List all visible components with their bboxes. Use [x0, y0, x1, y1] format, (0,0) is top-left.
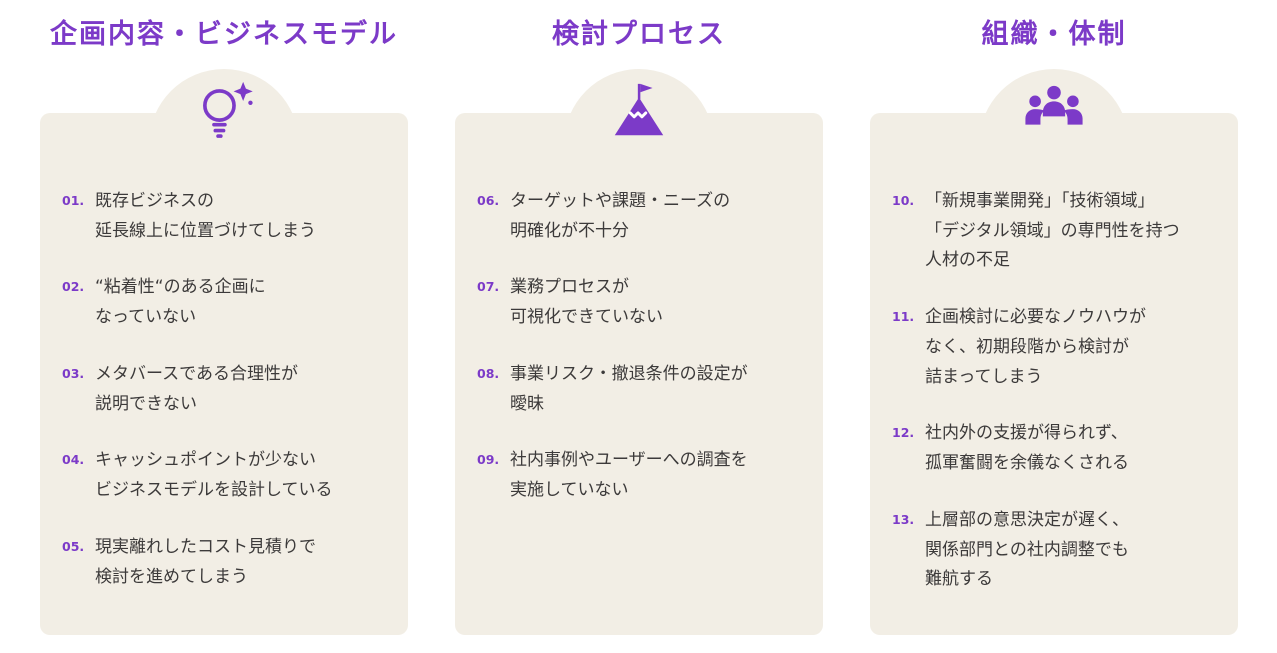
item-text: 社内外の支援が得られず、 孤軍奮闘を余儀なくされる	[925, 423, 1129, 473]
item-text: キャッシュポイントが少ない ビジネスモデルを設計している	[95, 450, 333, 500]
item-text: 現実離れしたコスト見積りで 検討を進めてしまう	[95, 536, 316, 587]
item-text: ターゲットや課題・ニーズの 明確化が不十分	[510, 190, 731, 241]
item-number: 03.	[62, 365, 85, 381]
list-item: 05. 現実離れしたコスト見積りで 検討を進めてしまう	[62, 533, 388, 593]
item-list: 06. ターゲットや課題・ニーズの 明確化が不十分 07. 業務プロセスが 可視…	[477, 187, 803, 506]
column-card: 10. 「新規事業開発」「技術領域」 「デジタル領域」の専門性を持つ 人材の不足…	[870, 68, 1238, 635]
list-item: 07. 業務プロセスが 可視化できていない	[477, 273, 803, 333]
column-process: 検討プロセス 06. ターゲットや課題・ニーズの 明確化が不十分	[455, 0, 823, 635]
item-text: 「新規事業開発」「技術領域」 「デジタル領域」の専門性を持つ 人材の不足	[925, 190, 1180, 271]
item-number: 08.	[477, 365, 500, 381]
list-item: 01. 既存ビジネスの 延長線上に位置づけてしまう	[62, 187, 388, 247]
list-item: 08. 事業リスク・撤退条件の設定が 曖昧	[477, 360, 803, 420]
item-number: 04.	[62, 452, 85, 468]
item-list: 01. 既存ビジネスの 延長線上に位置づけてしまう 02. “粘着性“のある企画…	[62, 187, 388, 593]
item-number: 01.	[62, 192, 85, 208]
list-item: 09. 社内事例やユーザーへの調査を 実施していない	[477, 446, 803, 506]
item-text: 事業リスク・撤退条件の設定が 曖昧	[510, 363, 748, 414]
list-item: 06. ターゲットや課題・ニーズの 明確化が不十分	[477, 187, 803, 247]
list-item: 12. 社内外の支援が得られず、 孤軍奮闘を余儀なくされる	[892, 419, 1218, 479]
lightbulb-sparkle-icon	[203, 81, 253, 138]
item-list: 10. 「新規事業開発」「技術領域」 「デジタル領域」の専門性を持つ 人材の不足…	[892, 187, 1218, 595]
item-text: “粘着性“のある企画に なっていない	[95, 277, 266, 327]
icon-bump	[564, 68, 714, 151]
list-item: 03. メタバースである合理性が 説明できない	[62, 360, 388, 420]
item-number: 13.	[892, 511, 915, 527]
item-number: 09.	[477, 452, 500, 468]
column-title: 検討プロセス	[552, 19, 726, 50]
list-item: 11. 企画検討に必要なノウハウが なく、初期段階から検討が 詰まってしまう	[892, 303, 1218, 392]
people-meeting-icon	[1025, 85, 1083, 125]
item-text: 企画検討に必要なノウハウが なく、初期段階から検討が 詰まってしまう	[925, 307, 1146, 387]
item-number: 10.	[892, 192, 915, 208]
item-number: 06.	[477, 192, 500, 208]
column-organization: 組織・体制 10. 「新規事業開発」「技術領域」 「デジタル領	[870, 0, 1238, 635]
icon-bump	[979, 68, 1129, 151]
list-item: 02. “粘着性“のある企画に なっていない	[62, 273, 388, 333]
list-item: 10. 「新規事業開発」「技術領域」 「デジタル領域」の専門性を持つ 人材の不足	[892, 187, 1218, 276]
list-item: 04. キャッシュポイントが少ない ビジネスモデルを設計している	[62, 446, 388, 506]
column-business-model: 企画内容・ビジネスモデル 01. 既存ビジネスの 延長線上に位	[40, 0, 408, 635]
item-text: 社内事例やユーザーへの調査を 実施していない	[510, 450, 748, 500]
column-card: 06. ターゲットや課題・ニーズの 明確化が不十分 07. 業務プロセスが 可視…	[455, 68, 823, 635]
item-number: 11.	[892, 309, 915, 324]
column-title: 企画内容・ビジネスモデル	[50, 19, 398, 50]
column-title: 組織・体制	[981, 19, 1127, 50]
columns-row: 企画内容・ビジネスモデル 01. 既存ビジネスの 延長線上に位	[40, 0, 1238, 635]
item-number: 05.	[62, 538, 85, 554]
mountain-flag-icon	[614, 83, 664, 135]
list-item: 13. 上層部の意思決定が遅く、 関係部門との社内調整でも 難航する	[892, 506, 1218, 595]
item-number: 12.	[892, 425, 915, 441]
item-text: メタバースである合理性が 説明できない	[95, 363, 298, 414]
item-text: 業務プロセスが 可視化できていない	[510, 277, 663, 327]
item-text: 上層部の意思決定が遅く、 関係部門との社内調整でも 難航する	[925, 509, 1129, 590]
item-text: 既存ビジネスの 延長線上に位置づけてしまう	[95, 190, 316, 241]
icon-bump	[149, 68, 299, 151]
item-number: 07.	[477, 279, 500, 295]
column-card: 01. 既存ビジネスの 延長線上に位置づけてしまう 02. “粘着性“のある企画…	[40, 68, 408, 635]
item-number: 02.	[62, 279, 85, 295]
